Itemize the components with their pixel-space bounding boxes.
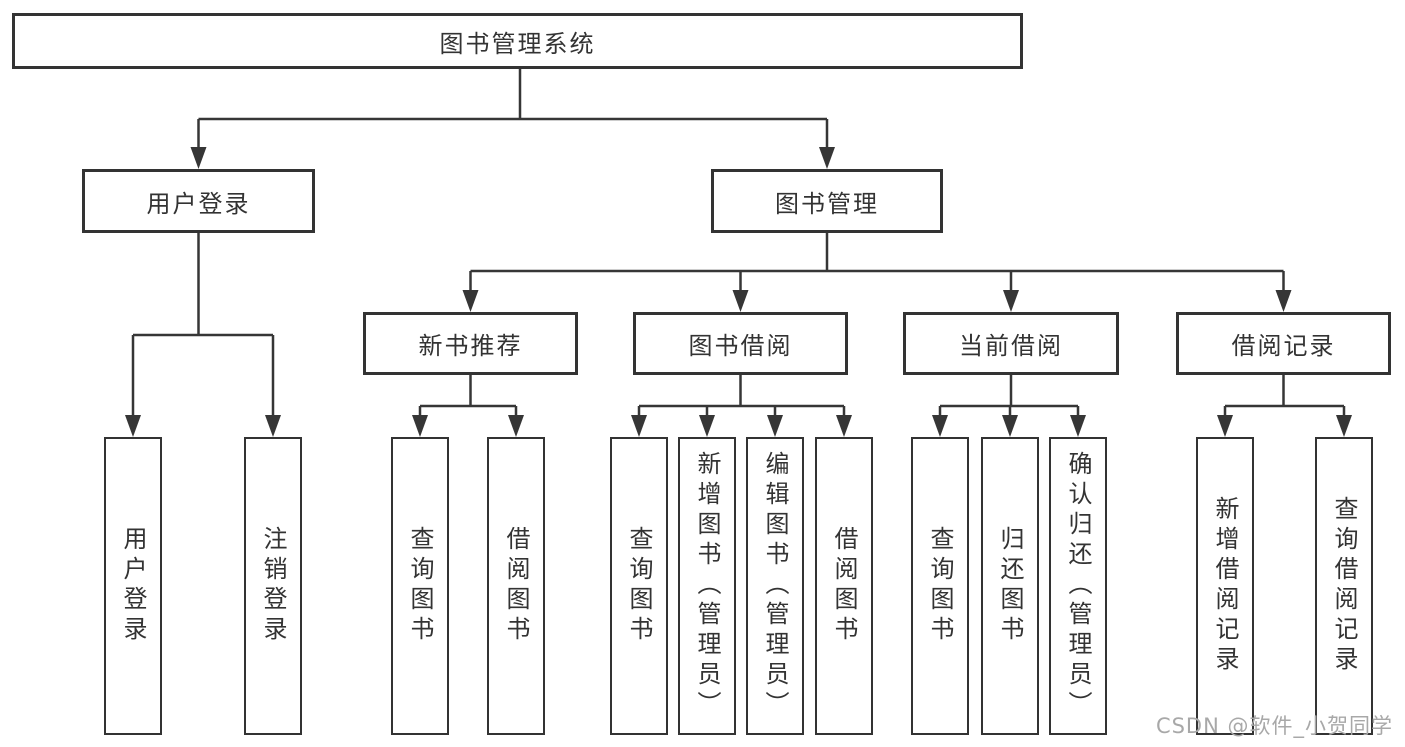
arrow-down-icon	[1336, 415, 1352, 437]
arrowheads	[125, 147, 1352, 437]
leaf-query-books: 查询图书	[610, 437, 668, 735]
node-label: 图书借阅	[688, 332, 793, 360]
arrow-down-icon	[1070, 415, 1086, 437]
arrow-down-icon	[265, 415, 281, 437]
leaf-query-books: 查询图书	[391, 437, 449, 735]
leaf-label: 注销登录	[259, 526, 287, 646]
arrow-down-icon	[932, 415, 948, 437]
leaf-logout: 注销登录	[244, 437, 302, 735]
leaf-confirm-return-admin: 确认归还（管理员）	[1049, 437, 1107, 735]
leaf-label: 查询图书	[926, 526, 954, 646]
arrow-down-icon	[819, 147, 835, 169]
node-book-management: 图书管理	[711, 169, 943, 233]
leaf-borrow-books: 借阅图书	[815, 437, 873, 735]
node-user-login: 用户登录	[82, 169, 315, 233]
leaf-label: 归还图书	[996, 526, 1024, 646]
leaf-query-books: 查询图书	[911, 437, 969, 735]
leaf-label: 查询图书	[406, 526, 434, 646]
node-new-book-recommend: 新书推荐	[363, 312, 578, 375]
leaf-user-login: 用户登录	[104, 437, 162, 735]
node-current-borrow: 当前借阅	[903, 312, 1119, 375]
arrow-down-icon	[412, 415, 428, 437]
node-root: 图书管理系统	[12, 13, 1023, 69]
leaf-label: 编辑图书（管理员）	[761, 451, 789, 721]
node-borrow-records: 借阅记录	[1176, 312, 1391, 375]
arrow-down-icon	[699, 415, 715, 437]
arrow-down-icon	[462, 290, 479, 312]
node-label: 用户登录	[146, 189, 251, 218]
leaf-label: 借阅图书	[830, 526, 858, 646]
leaf-return-books: 归还图书	[981, 437, 1039, 735]
tree-edges	[131, 68, 1346, 417]
arrow-down-icon	[1275, 290, 1292, 312]
arrow-down-icon	[767, 415, 783, 437]
node-label: 图书管理系统	[439, 29, 596, 58]
leaf-label: 借阅图书	[502, 526, 530, 646]
leaf-borrow-books: 借阅图书	[487, 437, 545, 735]
node-book-borrow: 图书借阅	[633, 312, 848, 375]
leaf-label: 查询借阅记录	[1330, 496, 1358, 676]
leaf-edit-books-admin: 编辑图书（管理员）	[746, 437, 804, 735]
arrow-down-icon	[1217, 415, 1233, 437]
arrow-down-icon	[190, 147, 207, 169]
leaf-add-books-admin: 新增图书（管理员）	[678, 437, 736, 735]
node-label: 当前借阅	[959, 332, 1063, 360]
leaf-label: 确认归还（管理员）	[1064, 451, 1092, 721]
leaf-label: 查询图书	[625, 526, 653, 646]
arrow-down-icon	[508, 415, 524, 437]
arrow-down-icon	[1003, 290, 1019, 312]
arrow-down-icon	[836, 415, 852, 437]
leaf-label: 新增借阅记录	[1211, 496, 1239, 676]
arrow-down-icon	[1002, 415, 1018, 437]
leaf-add-borrow-record: 新增借阅记录	[1196, 437, 1254, 735]
leaf-query-borrow-record: 查询借阅记录	[1315, 437, 1373, 735]
watermark: CSDN @软件_小贺同学	[1155, 714, 1393, 738]
leaf-label: 新增图书（管理员）	[693, 451, 721, 721]
leaf-label: 用户登录	[119, 526, 147, 646]
arrow-down-icon	[732, 290, 749, 312]
node-label: 借阅记录	[1231, 332, 1336, 360]
arrow-down-icon	[631, 415, 647, 437]
node-label: 图书管理	[775, 189, 879, 218]
node-label: 新书推荐	[418, 332, 523, 360]
arrow-down-icon	[125, 415, 141, 437]
